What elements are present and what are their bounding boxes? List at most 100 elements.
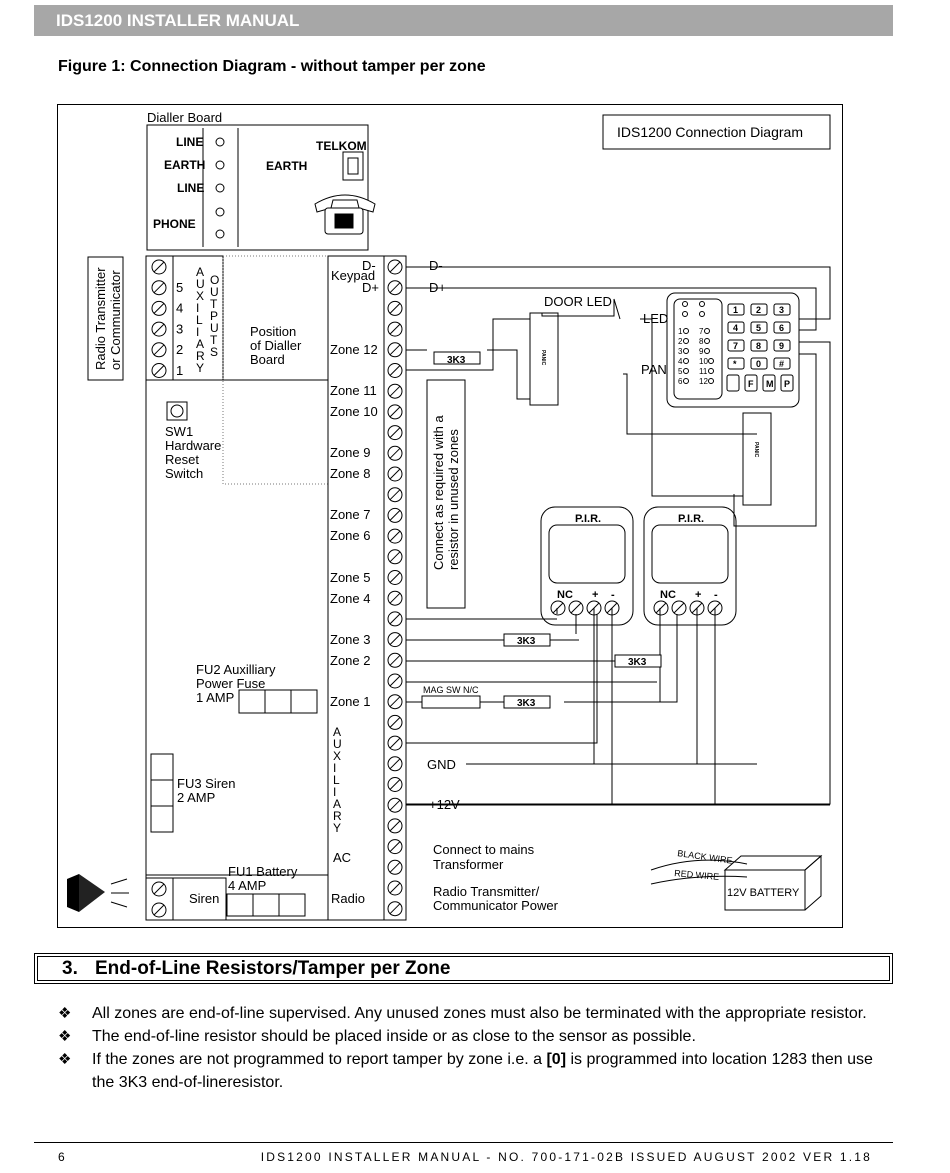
screw-slot: [389, 903, 401, 915]
fu1-line2: 4 AMP: [228, 878, 266, 893]
keypad-key: [750, 357, 768, 370]
section-heading-box: 3. End-of-Line Resistors/Tamper per Zone: [34, 953, 893, 984]
zone-label: Zone 5: [330, 570, 370, 585]
zone-label: Zone 2: [330, 653, 370, 668]
keypad-key-label: #: [779, 359, 784, 369]
keypad-func-key: [762, 374, 776, 392]
telephone-icon: [314, 194, 376, 235]
radio-box-line2: or Communicator: [108, 270, 123, 370]
keypad-zone-led: [704, 338, 710, 344]
screw-slot: [153, 883, 165, 895]
keypad-key-label: 0: [756, 359, 761, 369]
bullet-item: ❖ All zones are end-of-line supervised. A…: [58, 1002, 878, 1025]
screw-slot: [153, 303, 165, 314]
keypad-wire-minus: D-: [429, 258, 443, 273]
screw-slot: [389, 427, 401, 438]
battery-label: 12V BATTERY: [727, 887, 800, 899]
sw1-line1: SW1: [165, 424, 193, 439]
bullet-text-bold: [0]: [546, 1051, 567, 1068]
bullet-text-after: is programmed into location 1283 then us…: [92, 1051, 873, 1091]
keypad-func-key-label: M: [766, 379, 774, 389]
keypad-zone-led-label: 7: [699, 327, 704, 336]
diagram-title: IDS1200 Connection Diagram: [617, 124, 803, 140]
fu1-line1: FU1 Battery: [228, 864, 298, 879]
screw-slot: [389, 303, 401, 314]
aux-outputs-vlabel-char: I: [196, 301, 199, 315]
keypad-zone-led-label: 1: [678, 327, 683, 336]
panic2-label: PANIC: [753, 442, 759, 458]
aux-outputs-vlabel-char: U: [196, 277, 205, 291]
keypad-panic-key: [726, 374, 740, 392]
keypad-func-key: [780, 374, 794, 392]
fu2-line1: FU2 Auxilliary: [196, 662, 276, 677]
keypad-zone-led-label: 11: [699, 367, 708, 376]
footer-text: IDS1200 INSTALLER MANUAL - NO. 700-171-0…: [260, 1150, 872, 1164]
v12-label: +12V: [429, 797, 460, 812]
dialler-earth: EARTH: [164, 158, 205, 172]
screw-slot: [153, 261, 165, 273]
gnd-label: GND: [427, 757, 456, 772]
connect-note-line1: Connect as required with a: [431, 415, 446, 570]
screw-slot: [389, 882, 401, 894]
screw-slot: [153, 323, 165, 335]
panic1-label: PANIC: [540, 350, 546, 366]
screw-slot: [153, 365, 165, 376]
resistor-zone12: 3K3: [447, 355, 466, 366]
bullet-text: The end-of-line resistor should be place…: [92, 1028, 696, 1045]
fu3-line1: FU3 Siren: [177, 776, 236, 791]
keypad-zone-led-label: 5: [678, 367, 683, 376]
keypad-key: [750, 321, 768, 334]
zone-label: Zone 6: [330, 528, 370, 543]
screw-slot: [389, 654, 401, 666]
keypad-key: [750, 339, 768, 352]
keypad-key: [773, 339, 791, 352]
screw-slot: [389, 344, 401, 356]
aux-output-number: 1: [176, 363, 183, 378]
keypad-zone-led: [683, 358, 689, 364]
keypad-status-led: [699, 301, 705, 307]
keypad-key-label: 4: [733, 323, 738, 333]
screw-slot: [389, 468, 401, 480]
aux-outputs-vlabel2-char: P: [210, 309, 218, 323]
aux-outputs-vlabel2-char: U: [210, 321, 219, 335]
screw-slot: [389, 592, 401, 604]
screw-slot: [389, 717, 401, 728]
screw-slot: [552, 602, 564, 614]
screw-slot: [389, 489, 401, 501]
screw-slot: [389, 758, 401, 770]
screw-slot: [389, 696, 401, 708]
keypad-zone-led: [683, 368, 689, 374]
aux-outputs-vlabel-char: I: [196, 325, 199, 339]
section-heading-inner: 3. End-of-Line Resistors/Tamper per Zone: [37, 956, 890, 981]
keypad-key-label: 3: [779, 305, 784, 315]
keypad-d-plus: D+: [362, 280, 379, 295]
connect-note-line2: resistor in unused zones: [446, 429, 461, 570]
screw-slot: [389, 675, 401, 687]
bullet-text: All zones are end-of-line supervised. An…: [92, 1005, 867, 1022]
bullet-icon: ❖: [58, 1005, 72, 1022]
door-led-label: DOOR LED: [544, 294, 612, 309]
keypad-zone-led-label: 3: [678, 347, 683, 356]
pir1-title: P.I.R.: [575, 513, 601, 525]
pir1-nc: NC: [557, 589, 573, 601]
resistor-zone2: 3K3: [628, 657, 647, 668]
zone-label: Zone 11: [330, 383, 377, 398]
keypad-key: [727, 357, 745, 370]
keypad-key-label: 1: [733, 305, 738, 315]
battery-black-wire: BLACK WIRE: [677, 848, 733, 866]
keypad-key: [773, 303, 791, 316]
position-line2: of Dialler: [250, 338, 302, 353]
bullet-item: ❖If the zones are not programmed to repo…: [58, 1048, 878, 1094]
resistor-zone1: 3K3: [517, 698, 536, 709]
pir2-nc: NC: [660, 589, 676, 601]
zone-label: Zone 3: [330, 632, 370, 647]
radio-label: Radio: [331, 891, 365, 906]
keypad-func-key-label: F: [748, 379, 754, 389]
fu3-line2: 2 AMP: [177, 790, 215, 805]
aux-block-vlabel-char: I: [333, 785, 336, 799]
keypad-zone-led: [704, 348, 710, 354]
pir2-title: P.I.R.: [678, 513, 704, 525]
screw-slot: [389, 779, 401, 790]
screw-slot: [389, 447, 401, 459]
keypad-zone-led: [708, 378, 714, 384]
